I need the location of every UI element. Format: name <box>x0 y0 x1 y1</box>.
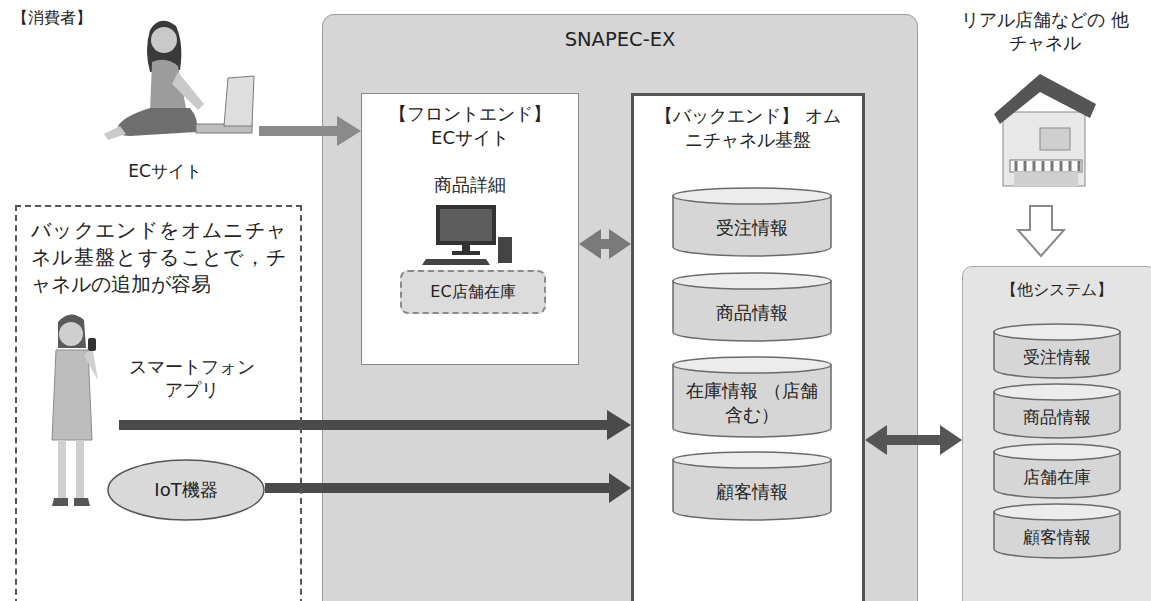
box-text: IoT機器 <box>154 478 217 502</box>
system-panel: SNAPEC-EX 【フロントエンド】 ECサイト商品詳細 EC店舗在庫 【バックエ… <box>322 14 918 601</box>
label-holder: スマートフォン アプリ <box>122 355 262 402</box>
label-holder: 【消費者】 <box>2 8 102 29</box>
database-cylinder: 店舗在庫 <box>993 443 1121 499</box>
database-cylinder: 顧客情報 <box>993 503 1121 559</box>
box-text: 顧客情報 <box>716 480 788 504</box>
box-text: 商品情報 <box>1023 406 1091 429</box>
box-subtitle: 商品詳細 <box>375 173 565 197</box>
channel-label: ECサイト <box>110 160 220 182</box>
connector-arrow <box>579 229 631 259</box>
inventory-box: EC店舗在庫 <box>400 270 546 314</box>
down-arrow <box>1018 206 1064 256</box>
box-text: 受注情報 <box>1023 346 1091 369</box>
database-cylinder: 顧客情報 <box>672 451 832 521</box>
database-cylinder: 在庫情報 （店舗含む） <box>672 356 832 438</box>
smartphone-user-figure <box>52 314 98 506</box>
consumer-arrow <box>259 116 361 146</box>
consumer-figure <box>104 21 254 140</box>
smartphone-arrow <box>119 410 631 440</box>
box-title: 【他システム】 <box>963 279 1150 301</box>
box-title: 【フロントエンド】 ECサイト <box>375 102 565 151</box>
database-cylinder: 商品情報 <box>993 383 1121 439</box>
label-holder: ECサイト <box>110 160 220 182</box>
computer-icon <box>422 203 518 267</box>
channel-label: スマートフォン アプリ <box>122 355 262 402</box>
database-cylinder: 受注情報 <box>993 323 1121 379</box>
box-text: 商品情報 <box>716 301 788 325</box>
box-text: 顧客情報 <box>1023 526 1091 549</box>
box-title: バックエンドをオムニチャネル基盤とすることで，チャネルの追加が容易 <box>31 217 286 298</box>
backend-box: 【バックエンド】 オムニチャネル基盤受注情報商品情報在庫情報 （店舗含む） 顧客情… <box>631 93 865 601</box>
box-title: SNAPEC-EX <box>323 27 917 53</box>
box-text: EC店舗在庫 <box>430 281 515 303</box>
box-text: 店舗在庫 <box>1023 466 1091 489</box>
connector-arrow <box>865 425 962 455</box>
label-holder: リアル店舗などの 他チャネル <box>955 8 1135 55</box>
note-region: バックエンドをオムニチャネル基盤とすることで，チャネルの追加が容易 IoT機器 <box>15 205 302 601</box>
actor-label: 【消費者】 <box>2 8 102 29</box>
database-cylinder: 商品情報 <box>672 272 832 342</box>
box-text: 在庫情報 （店舗含む） <box>682 379 822 428</box>
channel-label: リアル店舗などの 他チャネル <box>955 8 1135 55</box>
box-text: 受注情報 <box>716 216 788 240</box>
store-figure <box>994 74 1096 186</box>
external-panel: 【他システム】受注情報商品情報店舗在庫顧客情報 <box>962 266 1151 601</box>
box-title: 【バックエンド】 オムニチャネル基盤 <box>648 104 848 153</box>
device-ellipse: IoT機器 <box>107 459 265 521</box>
database-cylinder: 受注情報 <box>672 187 832 257</box>
frontend-box: 【フロントエンド】 ECサイト商品詳細 EC店舗在庫 <box>361 93 579 365</box>
connector-arrow <box>265 473 631 503</box>
